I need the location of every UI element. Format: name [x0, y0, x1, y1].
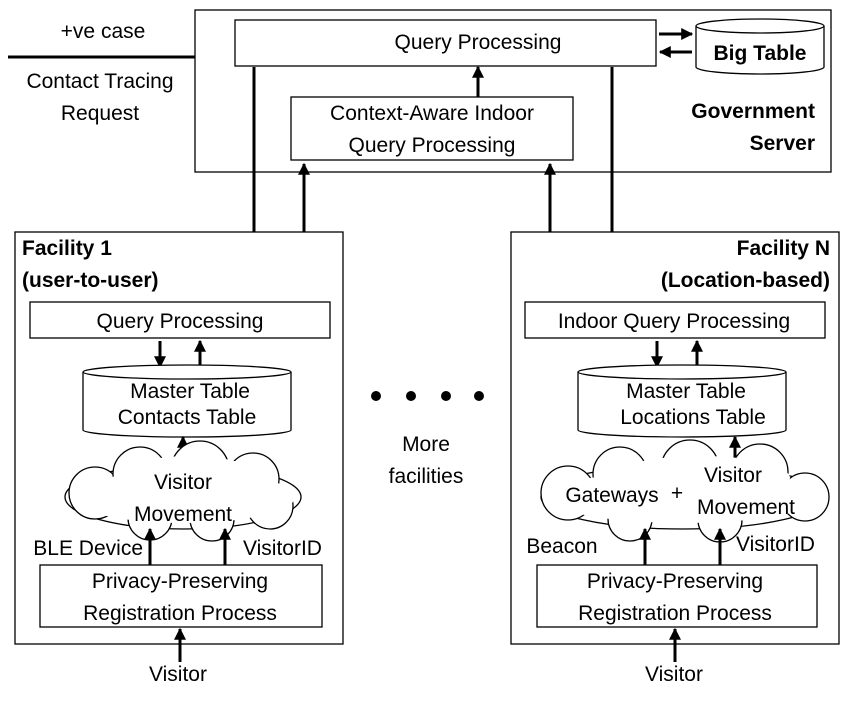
facility1-contacts-table-label: Contacts Table	[118, 406, 257, 429]
facilityn-master-table-label: Master Table	[626, 380, 746, 403]
facility1-query-processing-box	[29, 301, 331, 339]
facilityn-cloud-label-2: Movement	[697, 496, 795, 519]
more-facilities-label-2: facilities	[389, 465, 464, 488]
facilityn-query-processing-box	[524, 301, 826, 339]
facility1-cloud-shape	[64, 440, 302, 542]
contact-tracing-request-label-2: Request	[61, 102, 139, 125]
big-table-cylinder	[695, 18, 825, 75]
facilityn-gateways-label: Gateways	[565, 484, 658, 507]
contact-tracing-request-label-1: Contact Tracing	[26, 70, 173, 93]
facilityn-visitorid-label: VisitorID	[736, 533, 815, 556]
facilityn-title-1: Facility N	[737, 237, 830, 260]
government-server-label-2: Server	[750, 132, 815, 155]
facility1-cloud-label-2: Movement	[134, 503, 232, 526]
facility1-registration-box	[39, 564, 323, 628]
big-table-label: Big Table	[714, 42, 807, 65]
facilityn-registration-box	[536, 564, 818, 628]
facility1-visitor-label: Visitor	[149, 663, 207, 686]
more-facilities-dots	[371, 391, 484, 401]
positive-case-label: +ve case	[61, 20, 146, 43]
facilityn-beacon-label: Beacon	[526, 535, 597, 558]
facility1-master-table-label: Master Table	[130, 380, 250, 403]
facilityn-registration-label-2: Registration Process	[578, 602, 772, 625]
facility1-visitorid-label: VisitorID	[243, 537, 322, 560]
facilityn-database-cylinder	[577, 364, 787, 438]
facilityn-registration-label-1: Privacy-Preserving	[587, 570, 763, 593]
facilityn-cloud-shape	[540, 439, 830, 543]
facilityn-query-processing-label: Indoor Query Processing	[558, 310, 790, 333]
facility1-registration-label-1: Privacy-Preserving	[92, 570, 268, 593]
facilityn-plus-label: +	[671, 482, 683, 505]
context-aware-box	[290, 96, 574, 161]
facilityn-cloud-label-1: Visitor	[704, 464, 762, 487]
context-aware-label-2: Query Processing	[349, 134, 516, 157]
facility1-cloud-label-1: Visitor	[154, 471, 212, 494]
context-aware-label-1: Context-Aware Indoor	[330, 102, 534, 125]
facility1-title-2: (user-to-user)	[22, 269, 159, 292]
facility1-database-cylinder	[82, 364, 292, 438]
government-server-label-1: Government	[691, 100, 815, 123]
facilityn-visitor-label: Visitor	[645, 663, 703, 686]
gov-query-processing-label: Query Processing	[395, 31, 562, 54]
more-facilities-label-1: More	[402, 433, 450, 456]
facilityn-title-2: (Location-based)	[661, 269, 830, 292]
facilityn-locations-table-label: Locations Table	[620, 406, 766, 429]
facility1-ble-device-label: BLE Device	[33, 537, 143, 560]
facility1-title-1: Facility 1	[22, 237, 112, 260]
gov-query-processing-box	[234, 19, 657, 67]
facility1-registration-label-2: Registration Process	[83, 602, 277, 625]
facility1-query-processing-label: Query Processing	[97, 310, 264, 333]
